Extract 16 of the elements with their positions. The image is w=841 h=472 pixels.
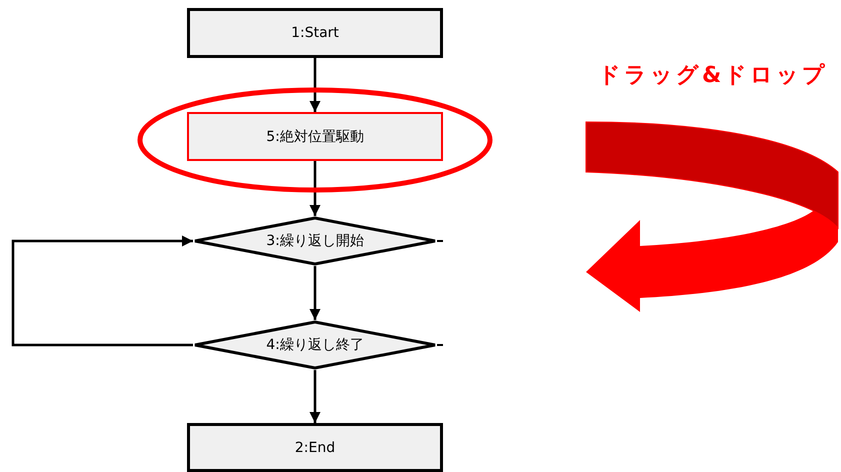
node-label: 2:End	[294, 440, 336, 456]
arrow	[310, 370, 320, 423]
node-label: 3:繰り返し開始	[266, 232, 364, 250]
decision-diamond	[193, 320, 437, 370]
node-label: 4:繰り返し終了	[266, 336, 364, 354]
arrow	[310, 266, 320, 320]
arrow	[12, 236, 193, 346]
process-box	[187, 112, 443, 161]
node-label: 5:絶対位置駆動	[266, 128, 364, 146]
node-label: 1:Start	[291, 25, 339, 41]
process-box	[187, 423, 443, 472]
decision-diamond	[193, 216, 437, 266]
arrow	[310, 161, 320, 216]
process-box	[187, 8, 443, 58]
arrow	[310, 58, 320, 112]
annotation-text: ドラッグ&ドロップ	[598, 62, 828, 90]
